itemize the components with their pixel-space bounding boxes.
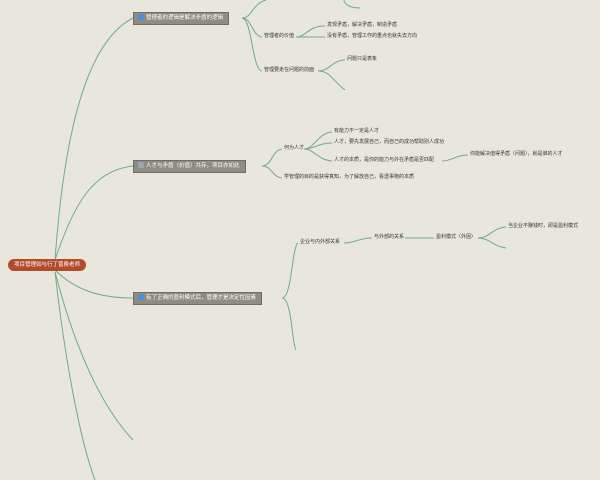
node-solve-valuable-problems[interactable]: 你能解决值得矛盾（问题），就是谁的人才: [470, 151, 563, 157]
connector-root-lower-2: [54, 271, 96, 480]
note-icon: [138, 294, 144, 300]
topic-label: 有了正确的盈利模式后，管理才是决定性因素: [146, 295, 257, 301]
connector-root-topic-2: [54, 165, 134, 261]
topic-profit-model-and-management[interactable]: 有了正确的盈利模式后，管理才是决定性因素: [133, 292, 263, 305]
node-external-relations[interactable]: 与外部的关系: [374, 234, 405, 240]
topic-talent-and-contradiction[interactable]: 人才与矛盾（价值）共存，项目亦如此: [133, 160, 246, 173]
node-profit-model-external[interactable]: 盈利模式（外因）: [436, 234, 477, 240]
node-talent-essence[interactable]: 人才的本质，是你的能力与外在矛盾是否匹配: [334, 157, 435, 163]
topic-logic-of-management[interactable]: 管理者的逻辑是解决矛盾的逻辑: [133, 12, 230, 25]
connector-root-lower-1: [54, 271, 134, 441]
connector-t1: [241, 0, 267, 19]
node-ability-not-talent[interactable]: 有能力不一定是人才: [334, 128, 380, 134]
node-no-contradiction-no-direction[interactable]: 没有矛盾，管理工作的重点也就失去方向: [327, 33, 418, 39]
node-manager-value[interactable]: 管理者的价值: [264, 33, 295, 39]
node-purpose-of-learning-management[interactable]: 学管理的目的是获得真知，为了解放自己，看透事物的本质: [284, 174, 415, 180]
node-what-is-talent[interactable]: 何为人才: [284, 145, 305, 151]
node-problem-is-symptom[interactable]: 问题只是表象: [347, 56, 378, 62]
node-develop-self-help-others[interactable]: 人才，要先发展自己，而自己的成功帮助别人成功: [334, 139, 445, 145]
node-not-profitable-profit-model[interactable]: 当企业不赚钱时，即是盈利模式: [508, 223, 579, 229]
note-icon: [138, 162, 144, 168]
topic-label: 管理者的逻辑是解决矛盾的逻辑: [146, 15, 224, 21]
connector-root-topic-3: [54, 269, 134, 299]
node-manage-ahead-of-problems[interactable]: 管理要走在问题的前面: [264, 67, 315, 73]
node-find-solve-create-contradictions[interactable]: 发现矛盾，解决矛盾，制造矛盾: [327, 22, 398, 28]
connector-root-topic-1: [54, 17, 134, 261]
note-icon: [138, 14, 144, 20]
node-internal-external-relations[interactable]: 企业与内外部关系: [300, 239, 341, 245]
topic-label: 人才与矛盾（价值）共存，项目亦如此: [146, 163, 240, 169]
root-node[interactable]: 项目管理如与行丁曾费老师: [8, 259, 87, 271]
